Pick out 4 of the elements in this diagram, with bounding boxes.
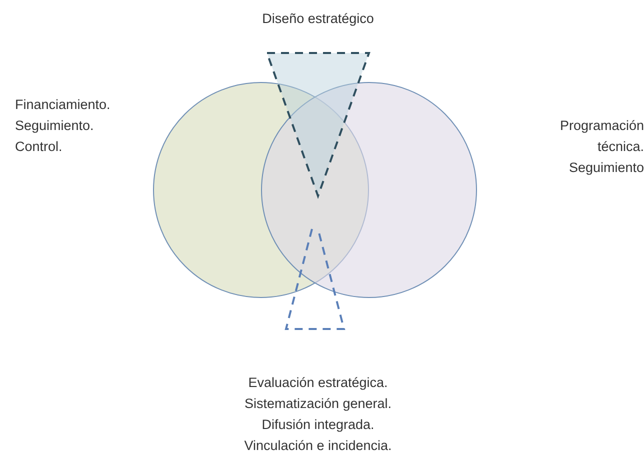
diagram-label: Programación técnica. Seguimiento bbox=[558, 117, 644, 177]
diagram-label: Evaluación estratégica. Sistematización general. Difusión integrada. Vinculación e incidencia. bbox=[243, 374, 393, 451]
diagram-label: Financiamiento. Seguimiento. Control. bbox=[15, 96, 112, 156]
diagram-label: Diseño estratégico bbox=[261, 10, 375, 28]
